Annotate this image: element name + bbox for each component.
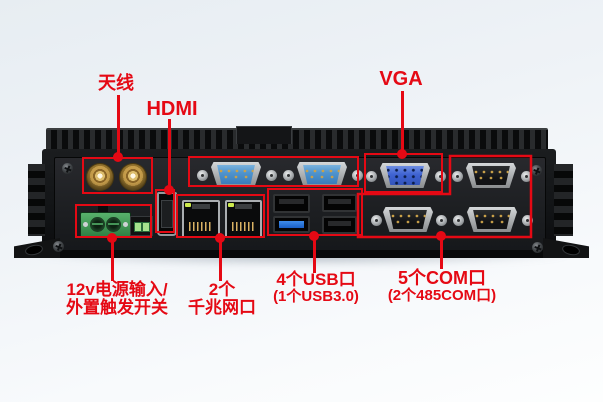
com-leader-dot [436,231,446,241]
usb-port [322,194,357,212]
lan-led-icon [228,203,234,207]
vga-shell [380,163,430,188]
usb-tongue [328,221,351,226]
antenna-annotation-box [82,157,153,194]
lan-label-line2: 千兆网口 [188,298,256,318]
lan-label-line1: 2个 [208,280,236,299]
usb-label: 4个USB口 (1个USB3.0) [254,270,378,306]
usb-label-line1: 4个USB口 [276,270,356,289]
db9-face [303,165,341,184]
hdmi-annotation-box [155,189,175,233]
power-terminal-hole [106,217,121,232]
right-flange-hole [561,243,581,257]
blue-com-annotation-box [188,156,359,187]
db9-post [452,171,463,182]
usb3-port [273,216,310,233]
usb-leader-dot [309,231,319,241]
terminal-pin [142,222,150,232]
com-label: 5个COM口 (2个485COM口) [378,268,506,305]
usb-leader-line [313,236,316,273]
power-terminal-hole [90,217,105,232]
panel-screw-icon [531,165,542,176]
db9-post [371,215,382,226]
terminal-tab [98,205,108,213]
db9-shell [383,207,433,232]
db9-face [473,210,511,229]
db9-shell [467,207,517,232]
vga-port [366,162,446,190]
usb-annotation-box [267,188,363,236]
trigger-switch-terminal [130,216,153,236]
right-mounting-flange [543,238,589,258]
sma-antenna-connector [120,164,146,190]
db9-shell [297,162,347,187]
db9-post [283,170,294,181]
power-label-line1: 12v电源输入/ [66,280,168,299]
left-flange-hole [24,243,44,257]
antenna-label: 天线 [98,73,134,93]
antenna-leader-line [117,95,120,158]
vga-face [386,166,424,185]
panel-screw-icon [62,163,73,174]
rj45-pins [189,222,213,231]
rj45-latch [192,204,210,209]
lan-label: 2个 千兆网口 [160,280,284,318]
usb-tongue [279,199,304,204]
db9-post [453,215,464,226]
hdmi-label: HDMI [146,98,198,120]
lan-leader-line [219,238,222,281]
terminal-mount-hole [83,222,88,227]
rj45-latch [235,204,252,209]
db9-post [366,171,377,182]
lan-led-icon [185,203,191,207]
com-ports-annotation-box [356,154,533,239]
com-port-db9-black [371,206,447,234]
top-handle-tab [236,126,292,144]
hdmi-leader-line [168,119,171,191]
terminal-pin [134,222,142,232]
rj45-lan-port [225,200,262,238]
power-leader-dot [107,233,117,243]
usb-port [273,194,310,213]
terminal-mount-hole [123,222,128,227]
db9-face [389,210,427,229]
db9-post [435,171,446,182]
panel-screw-icon [532,242,543,253]
vga-leader-line [401,91,404,155]
rj45-pins [232,222,255,231]
vga-label: VGA [379,68,423,90]
sma-antenna-connector [87,164,113,190]
left-side-fins [28,164,45,236]
db9-post [197,170,208,181]
db9-face [472,166,510,185]
db9-post [436,215,447,226]
com-label-line2: (2个485COM口) [387,287,497,305]
db9-shell [466,163,516,188]
right-side-fins [554,164,573,236]
com-label-line1: 5个COM口 [397,268,486,288]
com-port-db9-black [453,206,533,234]
usb-port [322,216,357,234]
lan-annotation-box [176,194,265,238]
com-leader-line [440,236,443,269]
power-label-line2: 外置触发开关 [66,298,168,318]
power-leader-line [111,238,114,281]
usb-label-line2: (1个USB3.0) [273,288,359,306]
vga-leader-dot [397,149,407,159]
usb3-tongue [279,221,304,228]
chassis-bottom-strip [42,250,556,258]
panel-screw-icon [53,241,64,252]
com-port-db9-blue [197,161,277,189]
db9-post [266,170,277,181]
db9-shell [211,162,261,187]
usb-tongue [328,199,351,204]
antenna-leader-dot [113,152,123,162]
db9-post [522,215,533,226]
db9-face [217,165,255,184]
com-port-db9-black [452,162,532,190]
power-label: 12v电源输入/ 外置触发开关 [53,280,181,318]
db9-post [521,171,532,182]
lan-leader-dot [215,233,225,243]
hdmi-leader-dot [164,185,174,195]
